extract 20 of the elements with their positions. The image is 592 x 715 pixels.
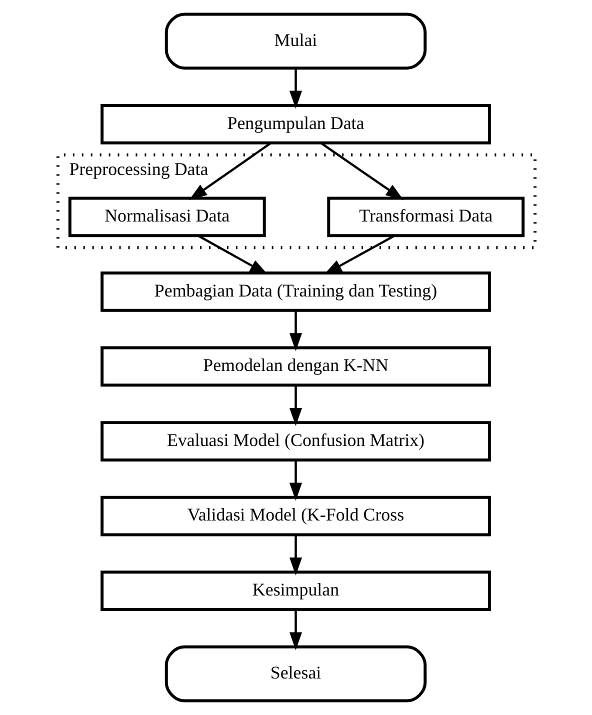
arrow — [288, 610, 302, 650]
arrow — [188, 142, 272, 200]
node-box: Transformasi Data — [326, 196, 524, 238]
node-box: Normalisasi Data — [68, 196, 266, 238]
arrow — [320, 142, 404, 200]
node-box: Validasi Model (K-Fold Cross — [100, 496, 490, 536]
arrow — [288, 310, 302, 352]
arrow — [288, 460, 302, 501]
node-box: Pembagian Data (Training dan Testing) — [100, 272, 490, 312]
arrow — [288, 68, 302, 109]
node-box: Selesai — [164, 645, 426, 702]
node-box: Mulai — [164, 12, 426, 70]
arrow — [324, 234, 394, 275]
node-box: Kesimpulan — [100, 570, 490, 611]
arrow — [197, 234, 268, 275]
node-box: Evaluasi Model (Confusion Matrix) — [100, 421, 490, 462]
node-box: Pengumpulan Data — [100, 104, 490, 144]
arrow — [288, 385, 302, 426]
arrow — [288, 534, 302, 576]
node-box: Pemodelan dengan K-NN — [100, 346, 490, 387]
